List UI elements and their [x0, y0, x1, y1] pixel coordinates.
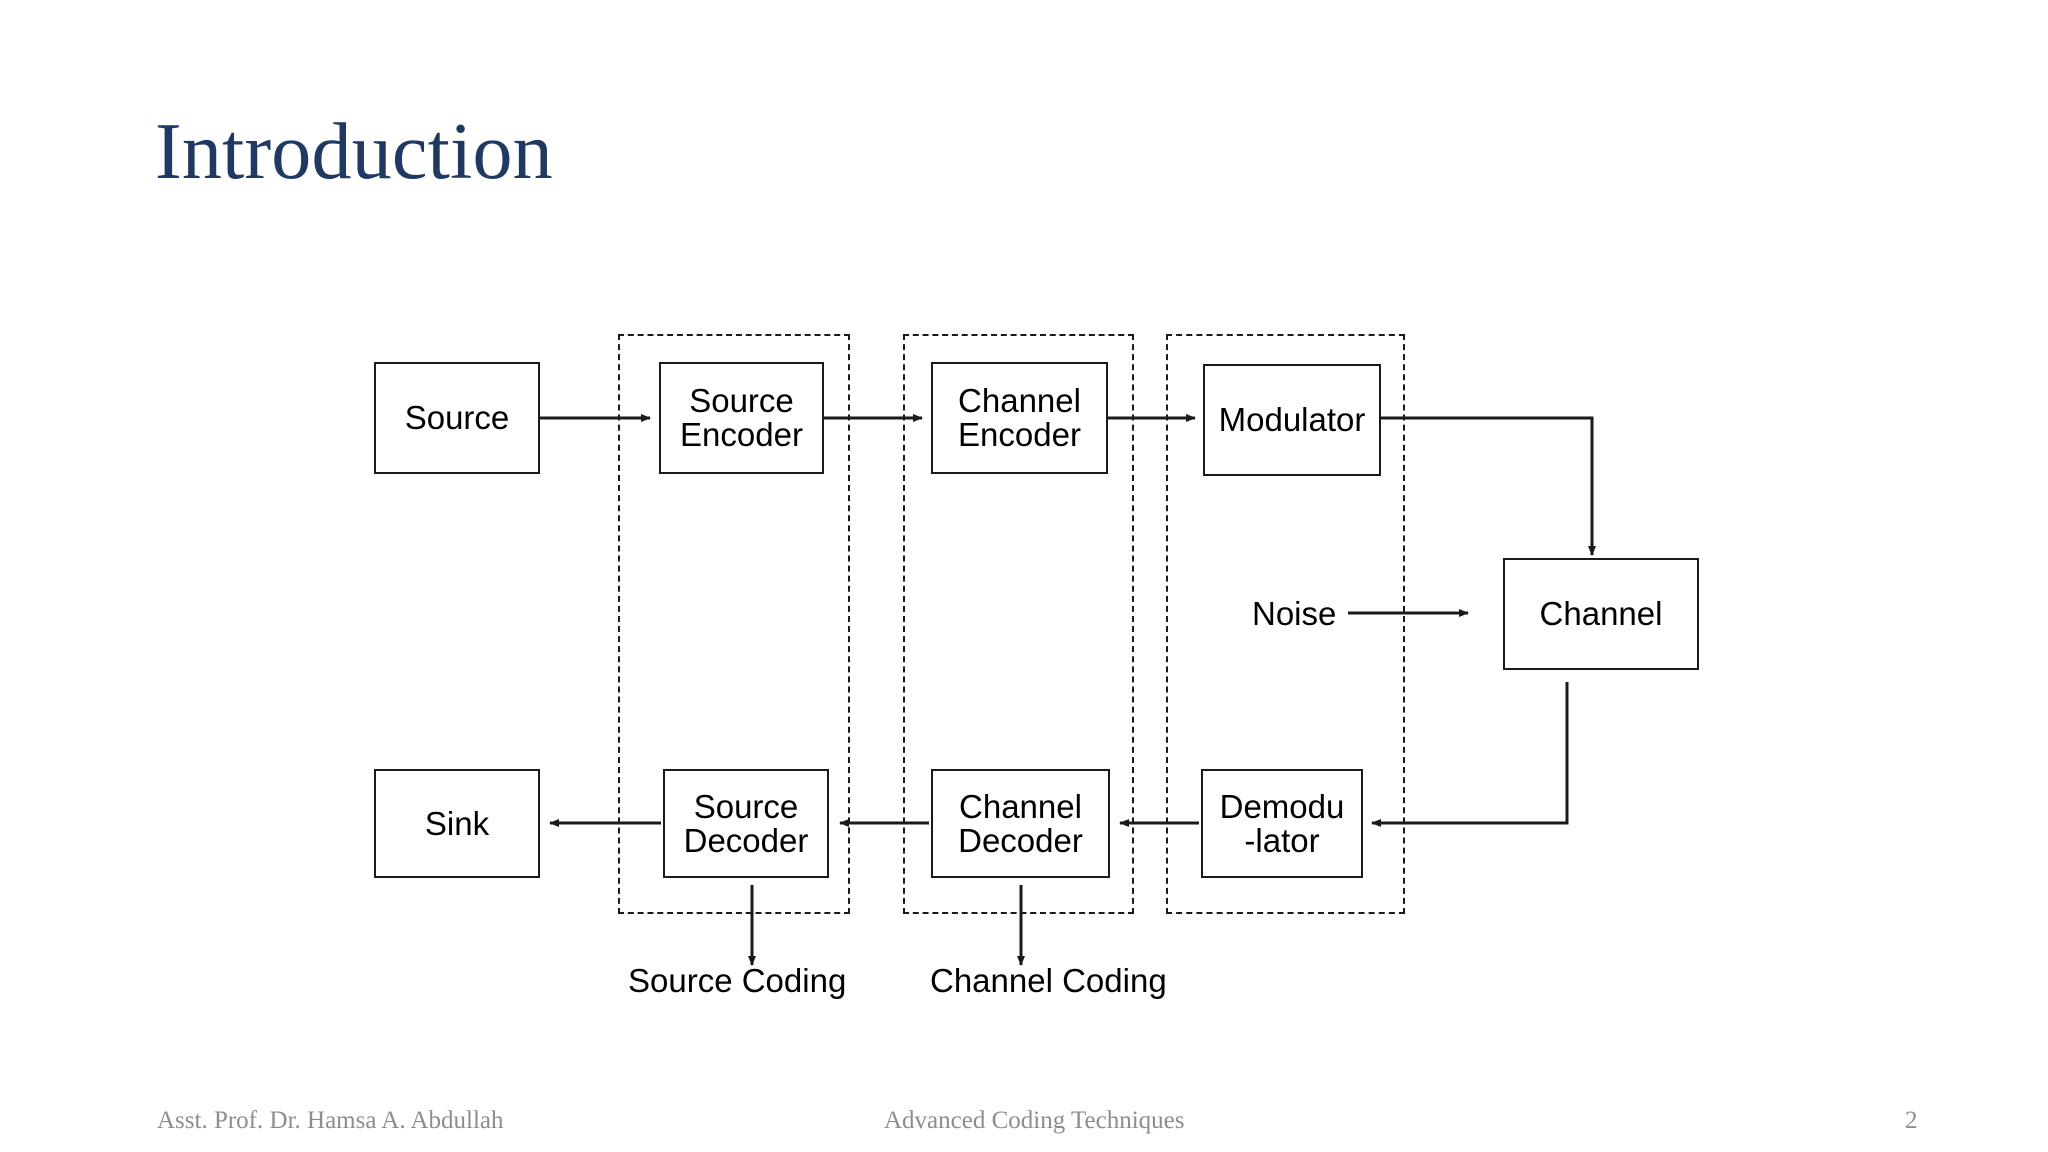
label-source-coding: Source Coding [628, 962, 847, 999]
node-demodulator-label: Demodu -lator [1219, 787, 1345, 859]
label-noise: Noise [1252, 595, 1337, 632]
footer-subject: Advanced Coding Techniques [884, 1107, 1185, 1134]
node-source-encoder-label: Source Encoder [680, 382, 803, 453]
node-channel-encoder-label: Channel Encoder [958, 382, 1081, 453]
footer-page-number: 2 [1905, 1107, 1918, 1134]
node-source-decoder-label: Source Decoder [683, 787, 809, 859]
group-modulation [1166, 334, 1405, 914]
label-channel-coding: Channel Coding [930, 962, 1167, 999]
node-source[interactable]: Source [374, 362, 540, 474]
node-sink-label: Sink [424, 804, 490, 842]
group-source-coding [618, 334, 850, 914]
page-title: Introduction [155, 108, 553, 196]
group-channel-coding [903, 334, 1134, 914]
node-source-decoder[interactable]: Source Decoder [663, 769, 829, 878]
node-modulator[interactable]: Modulator [1203, 364, 1381, 476]
node-modulator-label: Modulator [1218, 401, 1366, 438]
footer-author: Asst. Prof. Dr. Hamsa A. Abdullah [157, 1107, 504, 1134]
node-source-label: Source [404, 399, 510, 436]
node-channel-encoder[interactable]: Channel Encoder [931, 362, 1108, 474]
node-sink[interactable]: Sink [374, 769, 540, 878]
node-channel-label: Channel [1539, 595, 1663, 632]
node-source-encoder[interactable]: Source Encoder [659, 362, 824, 474]
node-channel-decoder[interactable]: Channel Decoder [931, 769, 1110, 878]
arrow-modulator-to-channel [1381, 416, 1596, 556]
node-channel-decoder-label: Channel Decoder [958, 787, 1083, 859]
node-channel[interactable]: Channel [1503, 558, 1699, 670]
arrow-channel-to-demodulator [1371, 682, 1569, 827]
node-demodulator[interactable]: Demodu -lator [1201, 769, 1363, 878]
